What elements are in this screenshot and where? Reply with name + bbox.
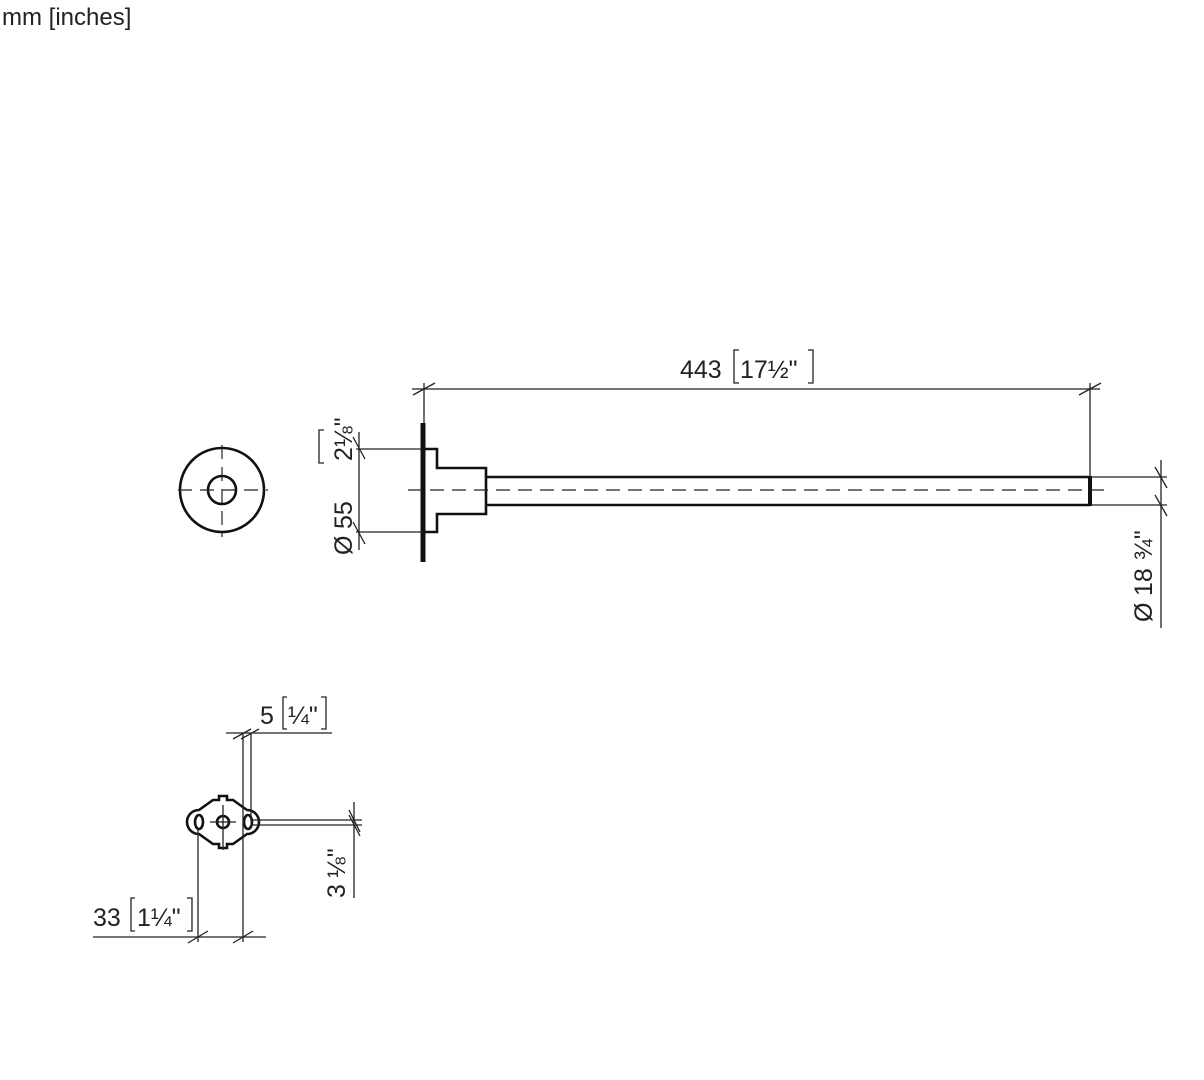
end-view xyxy=(178,445,268,537)
offset-mm: 5 xyxy=(260,702,274,730)
length-inch: 17½" xyxy=(740,356,798,384)
flange-diameter-inch: 2⅛" xyxy=(330,417,358,461)
dimension-flange-diameter: Ø 55 2⅛" xyxy=(318,417,423,555)
width-mm: 33 xyxy=(93,904,121,932)
offset-inch: ¼" xyxy=(288,702,318,730)
pipe-diameter-symbol: Ø xyxy=(1130,603,1158,622)
dimension-length: 443 17½" xyxy=(412,349,1102,477)
flange xyxy=(423,447,488,534)
dimension-bracket-width: 33 1¼" xyxy=(93,830,266,944)
pipe-diameter-inch: ¾" xyxy=(1130,530,1158,560)
thickness-mm: 3 xyxy=(323,884,351,898)
pipe-diameter-mm: 18 xyxy=(1130,568,1158,596)
dimension-bracket-offset: 5 ¼" xyxy=(226,696,332,942)
thickness-inch: ⅛" xyxy=(323,848,351,878)
side-view xyxy=(408,423,1104,562)
length-mm: 443 xyxy=(680,356,722,384)
units-label: mm [inches] xyxy=(2,4,132,31)
flange-diameter-symbol: Ø xyxy=(330,536,358,555)
width-inch: 1¼" xyxy=(137,904,181,932)
dimension-bracket-thickness: 3 ⅛" xyxy=(251,802,362,898)
dimension-pipe-diameter: Ø 18 ¾" xyxy=(1092,460,1168,628)
mounting-bracket xyxy=(185,794,261,850)
flange-diameter-mm: 55 xyxy=(330,501,358,529)
